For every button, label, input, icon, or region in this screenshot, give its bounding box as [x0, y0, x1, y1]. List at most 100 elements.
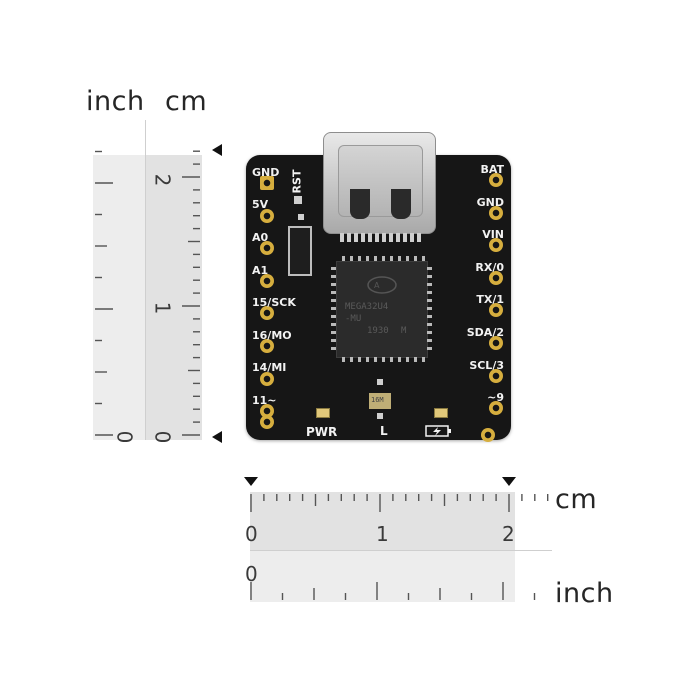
inch-band	[93, 155, 145, 440]
chip-lead	[427, 267, 432, 270]
header-pad	[260, 208, 274, 223]
usb-slot-left	[350, 189, 370, 219]
chip-lead	[331, 275, 336, 278]
chip-lead	[331, 307, 336, 310]
chip-lead	[427, 275, 432, 278]
pin-label-5v: 5V	[252, 198, 269, 211]
pin-label-bat: BAT	[480, 163, 504, 176]
crystal-component	[369, 393, 391, 409]
smd-pad-bottom	[377, 413, 383, 419]
chip-lead	[427, 307, 432, 310]
pin-label-9: ~9	[487, 391, 504, 404]
hruler-cm-0: 0	[245, 522, 258, 546]
chip-lead	[331, 331, 336, 334]
diode-component	[288, 226, 312, 276]
pin-label-rx0: RX/0	[475, 261, 504, 274]
pin-label-a0: A0	[252, 231, 269, 244]
header-pad	[489, 368, 503, 383]
microcontroller-chip: A MEGA32U4 -MU 1930 M	[336, 261, 428, 358]
usb-c-connector	[323, 132, 436, 234]
left-marker-icon	[244, 477, 258, 486]
pin-label-16-mo: 16/MO	[252, 329, 292, 342]
chip-lead	[390, 357, 393, 362]
inch-label: inch	[86, 86, 145, 117]
header-pad	[489, 303, 503, 318]
chip-lead	[366, 357, 369, 362]
chip-lead	[382, 256, 385, 261]
header-pad	[260, 404, 274, 419]
chip-lead	[331, 315, 336, 318]
chip-lead	[427, 299, 432, 302]
chip-lead	[414, 357, 417, 362]
cm-label-h: cm	[555, 484, 598, 515]
chip-lead	[366, 256, 369, 261]
header-pad	[489, 270, 503, 285]
charge-led	[434, 408, 448, 418]
pin-label-gnd-left: GND	[252, 166, 280, 179]
pin-label-14-mi: 14/MI	[252, 361, 287, 374]
chip-lead	[427, 291, 432, 294]
usb-pins	[340, 233, 422, 242]
pin-label-scl3: SCL/3	[469, 359, 504, 372]
chip-lead	[398, 256, 401, 261]
header-pad	[489, 336, 503, 350]
chip-lead	[427, 315, 432, 318]
top-marker-icon	[212, 144, 222, 156]
header-pad	[260, 176, 274, 190]
pin-label-a1: A1	[252, 264, 269, 277]
l-label: L	[380, 424, 388, 438]
pin-label-vin: VIN	[482, 228, 504, 241]
inch-label-h: inch	[555, 578, 614, 609]
header-pad	[489, 173, 503, 187]
atmel-logo-icon: A	[367, 276, 397, 294]
rst-label: RST	[290, 169, 304, 194]
chip-lead	[414, 256, 417, 261]
smd-pad-top	[377, 379, 383, 385]
pin-label-gnd-right: GND	[476, 196, 504, 209]
chip-line-2: -MU	[345, 314, 362, 324]
header-pad	[260, 273, 274, 288]
small-pad	[298, 214, 304, 220]
chip-line-1: MEGA32U4	[345, 302, 389, 312]
header-pad	[489, 401, 503, 416]
chip-lead	[390, 256, 393, 261]
chip-lead	[374, 256, 377, 261]
header-pad	[260, 339, 274, 353]
svg-text:A: A	[374, 281, 380, 290]
hruler-inch-0: 0	[245, 562, 258, 586]
chip-lead	[382, 357, 385, 362]
pin-label-sda2: SDA/2	[466, 326, 504, 339]
pwr-label: PWR	[306, 425, 338, 439]
chip-lead	[331, 283, 336, 286]
hruler-cm-2: 2	[502, 522, 515, 546]
chip-lead	[427, 283, 432, 286]
header-pad	[260, 415, 274, 429]
chip-line-3: 1930	[367, 326, 389, 336]
pin-label-15-sck: 15/SCK	[252, 296, 296, 309]
chip-lead	[331, 339, 336, 342]
chip-lead	[406, 357, 409, 362]
chip-lead	[427, 323, 432, 326]
chip-lead	[358, 357, 361, 362]
chip-lead	[427, 347, 432, 350]
cm-label: cm	[165, 86, 208, 117]
chip-lead	[331, 347, 336, 350]
chip-lead	[358, 256, 361, 261]
chip-lead	[331, 299, 336, 302]
rst-pad	[294, 196, 302, 204]
chip-lead	[427, 339, 432, 342]
header-pad	[489, 238, 503, 253]
hruler-cm-1: 1	[376, 522, 389, 546]
chip-lead	[350, 357, 353, 362]
chip-lead	[342, 256, 345, 261]
battery-charge-icon	[425, 425, 451, 437]
chip-line-4: M	[401, 326, 407, 336]
bottom-marker-icon	[212, 431, 222, 443]
right-marker-icon	[502, 477, 516, 486]
chip-lead	[331, 291, 336, 294]
chip-lead	[427, 331, 432, 334]
usb-slot-right	[391, 189, 411, 219]
cm-band	[145, 155, 202, 440]
chip-lead	[350, 256, 353, 261]
